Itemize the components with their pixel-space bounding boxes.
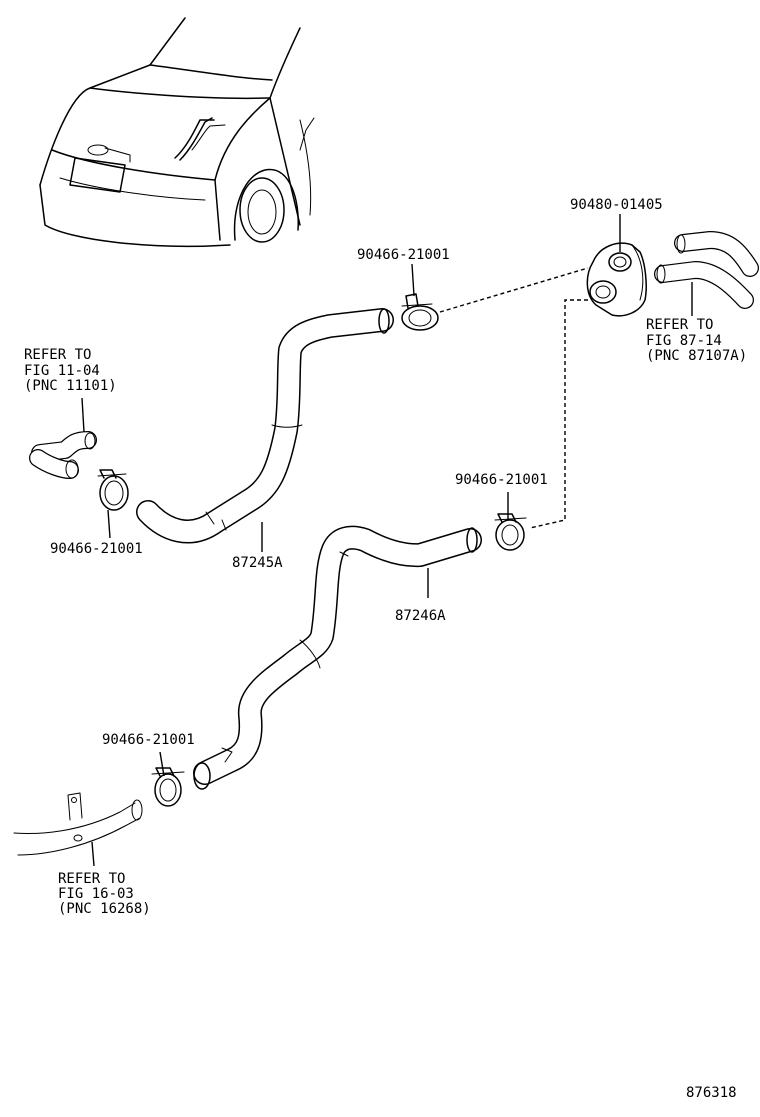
figure-number: 876318 xyxy=(686,1085,737,1101)
clamp-left-icon xyxy=(97,469,129,511)
hose-87245a xyxy=(136,308,394,544)
routing-line-right xyxy=(529,299,588,529)
routing-line-top xyxy=(439,267,589,313)
clamp-mid-right-icon xyxy=(494,513,527,551)
label-clamp-mid-right: 90466-21001 xyxy=(455,472,548,488)
label-clamp-top: 90466-21001 xyxy=(357,247,450,263)
refer-left-line3: (PNC 11101) xyxy=(24,378,117,394)
heater-core-pipes xyxy=(654,231,759,309)
refer-bottom-line1: REFER TO xyxy=(58,871,125,887)
refer-bottom-line2: FIG 16-03 xyxy=(58,886,134,902)
refer-bottom-line3: (PNC 16268) xyxy=(58,901,151,917)
clamp-top-icon xyxy=(401,293,439,331)
label-clamp-bottom: 90466-21001 xyxy=(102,732,195,748)
refer-right-line1: REFER TO xyxy=(646,317,713,333)
vehicle-illustration-icon xyxy=(39,17,315,248)
label-hose-87246a: 87246A xyxy=(395,608,446,624)
leader-refer-bottom xyxy=(91,841,95,867)
water-bypass-pipe xyxy=(13,792,143,856)
clamp-bottom-icon xyxy=(151,767,185,807)
grommet-90480-01405 xyxy=(586,242,647,317)
leader-refer-left xyxy=(81,397,85,433)
label-grommet: 90480-01405 xyxy=(570,197,663,213)
engine-water-outlet-pipe xyxy=(29,431,97,479)
hose-87246a xyxy=(193,525,482,790)
refer-right-line3: (PNC 87107A) xyxy=(646,348,747,364)
label-hose-87245a: 87245A xyxy=(232,555,283,571)
refer-left-line1: REFER TO xyxy=(24,347,91,363)
leader-clamp-bottom xyxy=(159,751,165,777)
leader-clamp-left xyxy=(107,509,111,539)
refer-left-line2: FIG 11-04 xyxy=(24,363,100,379)
refer-right-line2: FIG 87-14 xyxy=(646,333,722,349)
leader-clamp-top xyxy=(411,263,415,297)
label-clamp-left: 90466-21001 xyxy=(50,541,143,557)
